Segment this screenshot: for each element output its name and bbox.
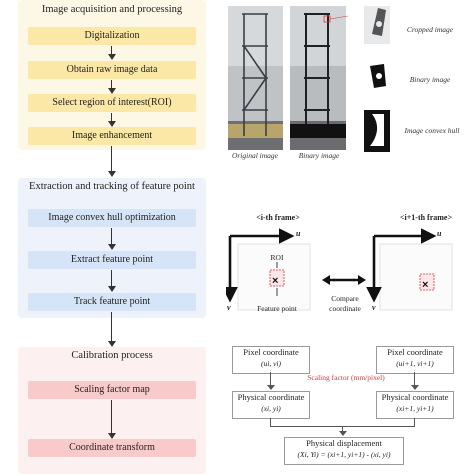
step-track: Track feature point	[28, 293, 196, 311]
step-transform: Coordinate transform	[28, 439, 196, 457]
connector-line	[414, 418, 415, 426]
original-image-caption: Original image	[231, 151, 279, 160]
step-extract: Extract feature point	[28, 251, 196, 269]
phys-right-sub: (xi+1, yi+1)	[396, 404, 434, 413]
axis-u-left: u	[296, 229, 301, 238]
connector-line	[342, 426, 343, 432]
i1-frame	[379, 243, 453, 311]
pixel-right-sub: (ui+1, vi+1)	[396, 359, 434, 368]
pixel-coordinate-left: Pixel coordinate (ui, vi)	[232, 346, 310, 374]
flow-arrow	[106, 46, 118, 60]
svg-text:×: ×	[272, 275, 278, 287]
frame-comparison: × ×	[226, 228, 453, 311]
compare-label: Compare coordinate	[320, 294, 370, 314]
coordinate-text: coordinate	[329, 304, 361, 313]
i1-frame-title: <i+1-th frame>	[399, 213, 453, 222]
displacement-sub: (Xi, Yi) = (xi+1, yi+1) - (xi, yi)	[297, 450, 391, 459]
arrow-head	[267, 385, 275, 390]
arrow-line	[270, 372, 271, 386]
calibration-title: Calibration process	[71, 350, 153, 361]
pixel-coordinate-right: Pixel coordinate (ui+1, vi+1)	[376, 346, 454, 374]
photo-strip	[228, 6, 348, 150]
crop-stack	[364, 6, 390, 152]
arrow-line	[414, 372, 415, 386]
physical-displacement-box: Physical displacement (Xi, Yi) = (xi+1, …	[284, 437, 404, 465]
roi-box	[269, 269, 285, 287]
step-digitalization: Digitalization	[28, 27, 196, 45]
feature-point-label: Feature point	[257, 304, 297, 313]
flow-arrow	[106, 80, 118, 94]
convex-hull-caption: Image convex hull	[404, 126, 460, 135]
flow-arrow	[106, 146, 118, 177]
axis-v-right: v	[372, 303, 376, 312]
scaling-factor-label: Scaling factor (mm/pixel)	[307, 373, 385, 382]
flow-arrow	[106, 312, 118, 347]
pixel-left-label: Pixel coordinate	[243, 347, 299, 357]
extraction-title: Extraction and tracking of feature point	[29, 181, 195, 192]
phys-left-sub: (xi, yi)	[261, 404, 281, 413]
arrow-head	[339, 431, 347, 436]
binary-image-caption: Binary image	[298, 151, 340, 160]
displacement-label: Physical displacement	[306, 438, 382, 448]
arrow-head	[411, 385, 419, 390]
roi-label: ROI	[270, 253, 284, 262]
phys-right-label: Physical coordinate	[381, 392, 449, 402]
compare-text: Compare	[331, 294, 359, 303]
flow-arrow	[106, 400, 118, 439]
step-roi: Select region of interest(ROI)	[28, 94, 196, 112]
flow-arrow	[106, 270, 118, 292]
step-enhancement: Image enhancement	[28, 127, 196, 145]
pixel-left-sub: (ui, vi)	[261, 359, 281, 368]
acquisition-title: Image acquisition and processing	[41, 4, 183, 15]
physical-coordinate-left: Physical coordinate (xi, yi)	[232, 391, 310, 419]
flow-arrow	[106, 113, 118, 127]
binary-small-caption: Binary image	[409, 75, 451, 84]
pixel-right-label: Pixel coordinate	[387, 347, 443, 357]
step-raw-image: Obtain raw image data	[28, 61, 196, 79]
flow-arrow	[106, 228, 118, 250]
axis-u-right: u	[437, 229, 442, 238]
step-convex-hull: Image convex hull optimization	[28, 209, 196, 227]
step-scaling: Scaling factor map	[28, 381, 196, 399]
i-frame-title: <i-th frame>	[256, 213, 300, 222]
cropped-caption: Cropped image	[406, 25, 454, 34]
phys-left-label: Physical coordinate	[237, 392, 305, 402]
physical-coordinate-right: Physical coordinate (xi+1, yi+1)	[376, 391, 454, 419]
svg-text:×: ×	[422, 279, 428, 291]
axis-v-left: v	[227, 303, 231, 312]
connector-line	[270, 418, 271, 426]
